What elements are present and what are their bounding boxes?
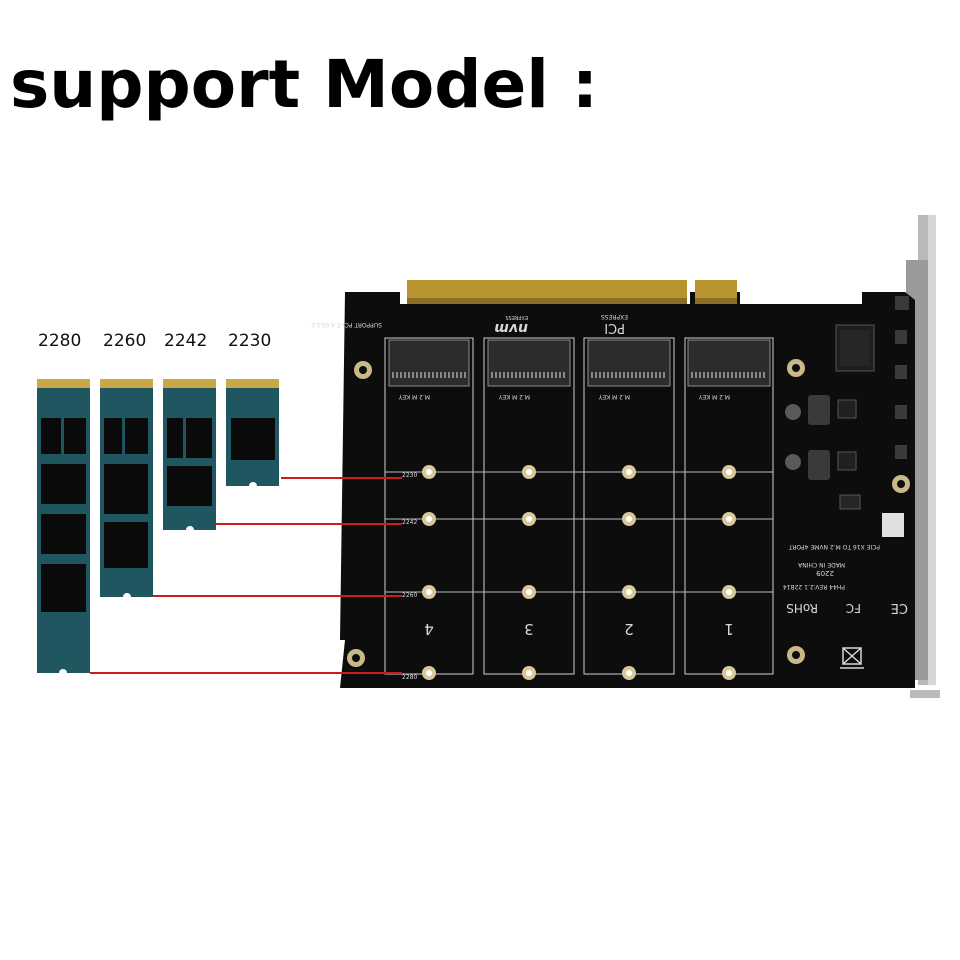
mount-label-2242: 2242 [402,519,417,526]
model-text: PCIE X16 TO M.2 NVME 4PORT [789,543,880,550]
power-components [785,296,909,537]
revision-text: PH44 REV:2.1 22B14 [783,583,845,590]
nvme-logo-small: EXPRESS [505,314,528,320]
m2-slot-3 [483,337,575,675]
key-label-3: M.2 M KEY [498,393,530,400]
key-label-1: M.2 M KEY [698,393,730,400]
m2-slot-2 [583,337,675,675]
ssd-2280 [37,379,90,677]
indicator-lines [90,477,402,674]
key-label-2: M.2 M KEY [598,393,630,400]
standoffs [422,465,736,680]
ssd-2230 [226,379,279,490]
ce-mark: CE [891,600,908,615]
size-label-2280: 2280 [38,331,82,351]
m2-slot-1 [684,337,774,675]
slot-number-3: 3 [524,620,534,638]
slot-number-1: 1 [724,620,734,638]
nvme-logo: nvm [494,320,528,336]
key-label-4: M.2 M KEY [398,393,430,400]
pcie-logo: PCI [604,320,625,335]
slot-number-4: 4 [424,620,434,638]
mount-label-2280: 2280 [402,674,417,681]
headline: support Model : [10,46,599,123]
pcie-logo-small: EXPRESS [601,313,628,320]
weee-bin-icon [840,647,864,669]
made-in-text: MADE IN CHINA [797,561,845,568]
ssd-2260 [100,379,153,601]
fc-mark: FC [846,601,861,615]
slot-number-2: 2 [624,620,634,638]
size-label-2260: 2260 [103,331,147,351]
length-dividers [385,471,773,593]
ssd-2242 [163,379,216,534]
gold-fingers [407,280,737,304]
size-label-2230: 2230 [228,331,272,351]
mount-label-2230: 2230 [402,472,417,479]
rohs-mark: RoHS [786,601,818,615]
date-code: 2209 [816,569,834,577]
size-label-2242: 2242 [164,331,208,351]
m2-slot-4 [384,337,474,675]
support-text: SUPPORT PCI-E 4.0&3.0 [311,321,382,328]
mount-label-2260: 2260 [402,592,417,599]
